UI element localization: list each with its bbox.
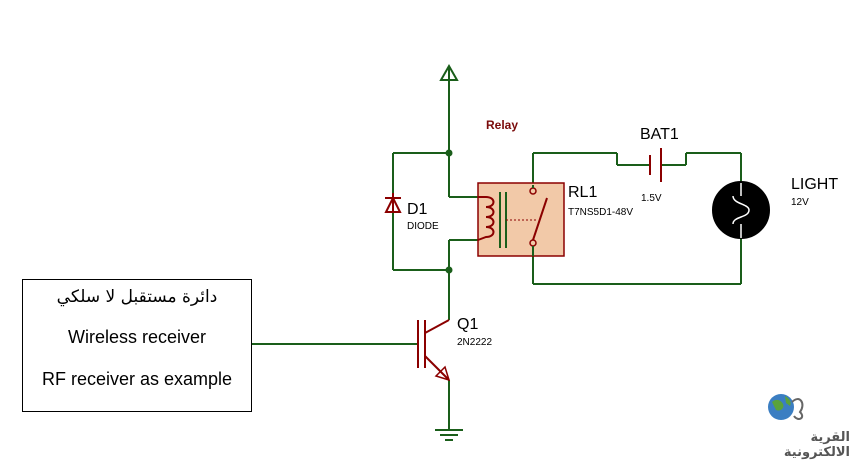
diode-d1-icon <box>384 193 402 213</box>
receiver-box: دائرة مستقبل لا سلكي Wireless receiver R… <box>22 279 252 412</box>
junction-top <box>445 149 453 157</box>
battery-bat1-icon <box>649 148 662 182</box>
wires <box>252 80 742 430</box>
rl1-part-number: T7NS5D1-48V <box>568 207 633 218</box>
lamp-light-icon <box>712 181 770 239</box>
d1-reference: D1 <box>407 201 428 218</box>
ground-icon <box>435 429 463 441</box>
relay-rl1-icon <box>477 182 565 257</box>
receiver-arabic-label: دائرة مستقبل لا سلكي <box>56 287 218 307</box>
globe-logo-icon <box>768 394 804 420</box>
transistor-q1-icon <box>417 319 451 382</box>
q1-part: 2N2222 <box>457 337 492 348</box>
light-reference: LIGHT <box>791 176 838 193</box>
rl1-reference: RL1 <box>568 184 597 201</box>
bat1-value: 1.5V <box>641 193 662 204</box>
light-value: 12V <box>791 197 809 208</box>
relay-title: Relay <box>486 118 518 132</box>
junction-bottom <box>445 266 453 274</box>
q1-reference: Q1 <box>457 316 478 333</box>
vcc-arrow-icon <box>439 63 459 81</box>
bat1-reference: BAT1 <box>640 126 679 143</box>
receiver-example-label: RF receiver as example <box>41 369 233 389</box>
junctions <box>445 149 453 274</box>
logo-text: القرية الالكترونية <box>783 430 850 460</box>
receiver-english-label: Wireless receiver <box>67 327 207 347</box>
d1-part: DIODE <box>407 221 439 232</box>
